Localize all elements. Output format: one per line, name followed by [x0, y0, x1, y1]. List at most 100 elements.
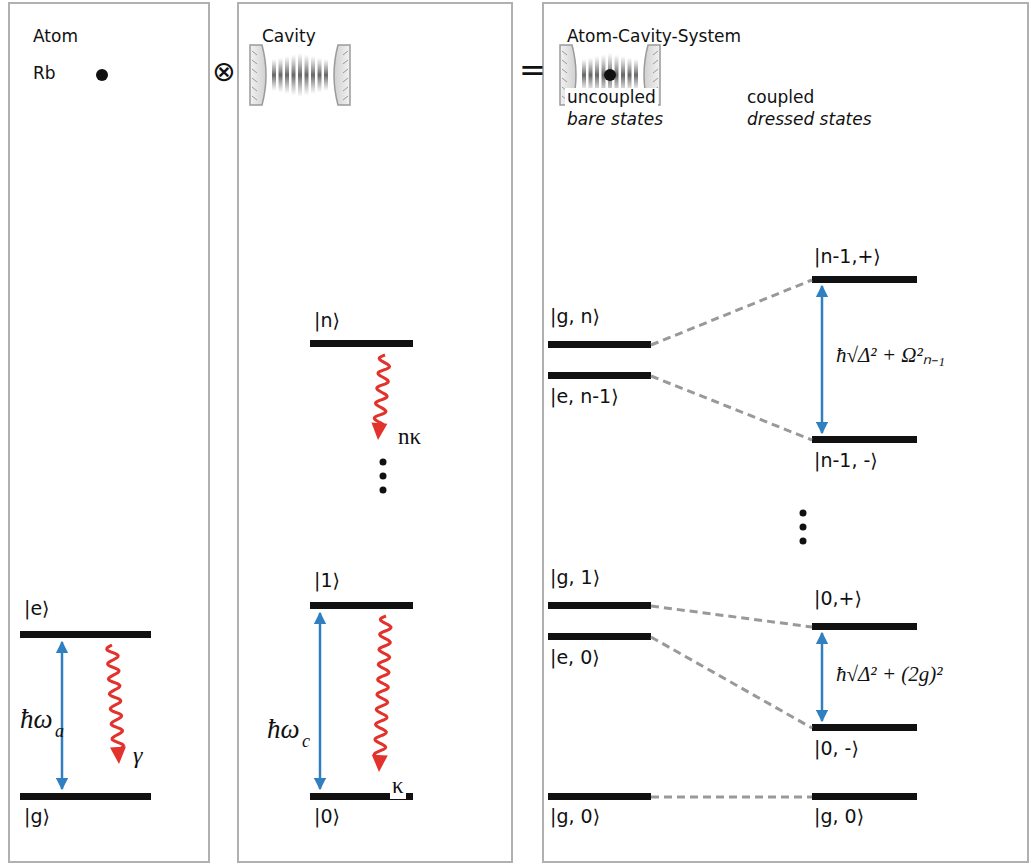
- level-bar: [812, 436, 917, 443]
- mirror-hatch: [562, 60, 567, 64]
- atom-dot: [604, 69, 616, 81]
- level-bar: [548, 793, 651, 800]
- mode-fringe: [279, 58, 283, 93]
- decay-arrowhead: [371, 422, 387, 440]
- level-bar: [548, 602, 651, 609]
- coupling-dash: [651, 280, 812, 345]
- level-bar: [812, 724, 917, 731]
- mirror-hatch: [562, 51, 567, 55]
- cavity-icon: [250, 45, 350, 105]
- mirror-hatch: [252, 69, 257, 73]
- mode-fringe: [311, 56, 315, 94]
- coupling-dash: [651, 606, 812, 627]
- state-ket: |0,+⟩: [812, 588, 864, 610]
- transition-arrow: [319, 613, 322, 789]
- mirror-hatch: [562, 69, 567, 73]
- coupling-dash: [651, 376, 812, 440]
- state-ket: |e⟩: [22, 598, 52, 620]
- level-bar: [548, 372, 651, 379]
- mirror-hatch: [252, 51, 257, 55]
- tensor-symbol: ⊗: [210, 56, 237, 88]
- ellipsis-dot: [380, 487, 387, 494]
- mirror-hatch: [653, 60, 658, 64]
- state-ket: |g, n⟩: [548, 306, 602, 328]
- decay-arrowhead: [110, 747, 126, 764]
- mode-fringe: [272, 59, 276, 91]
- transition-arrow: [821, 286, 824, 433]
- mirror: [334, 45, 350, 105]
- mirror-hatch: [562, 78, 567, 82]
- mode-fringe: [292, 55, 296, 96]
- level-bar: [20, 793, 151, 800]
- state-ket: |0⟩: [312, 806, 342, 828]
- mirror-hatch: [252, 96, 257, 100]
- decay-arrowhead: [372, 755, 388, 772]
- energy-label: ħω: [265, 714, 302, 745]
- coupling-dash: [651, 637, 812, 728]
- mirror-hatch: [653, 51, 658, 55]
- state-ket: |g, 0⟩: [548, 806, 602, 828]
- splitting-formula: ħ√Δ² + Ω²ₙ₋₁: [834, 343, 947, 367]
- level-bar: [310, 602, 413, 609]
- mode-fringe: [285, 56, 289, 94]
- level-bar: [20, 631, 151, 638]
- column-heading: dressed states: [745, 110, 874, 130]
- splitting-formula: ħ√Δ² + (2g)²: [834, 662, 945, 686]
- state-ket: |g, 1⟩: [548, 567, 602, 589]
- state-ket: |n-1, -⟩: [812, 450, 880, 472]
- mirror-hatch: [343, 60, 348, 64]
- energy-subscript: c: [300, 731, 312, 752]
- ellipsis-dot: [380, 473, 387, 480]
- mode-fringe: [298, 53, 302, 97]
- state-ket: |n⟩: [312, 310, 342, 332]
- level-bar: [812, 623, 917, 630]
- panel-title: Cavity: [262, 26, 316, 46]
- mirror-hatch: [343, 87, 348, 91]
- ellipsis-dot: [800, 524, 807, 531]
- atom-name: Rb: [31, 64, 58, 84]
- state-ket: |g⟩: [22, 806, 52, 828]
- ellipsis-dot: [800, 538, 807, 545]
- mirror-hatch: [653, 69, 658, 73]
- transition-arrow: [61, 642, 64, 789]
- column-heading: uncoupled: [565, 88, 658, 108]
- state-ket: |1⟩: [312, 570, 342, 592]
- ellipsis-dot: [800, 510, 807, 517]
- ellipsis-dot: [380, 459, 387, 466]
- energy-label: ħω: [18, 704, 55, 735]
- decay-arrows: [107, 355, 391, 772]
- state-ket: |0, -⟩: [812, 738, 861, 760]
- mirror-hatch: [653, 78, 658, 82]
- mirror: [250, 45, 266, 105]
- mirror-hatch: [343, 51, 348, 55]
- mode-fringe: [634, 59, 638, 91]
- state-ket: |e, 0⟩: [548, 647, 602, 669]
- state-ket: |e, n-1⟩: [548, 386, 621, 408]
- mode-fringe: [324, 59, 328, 91]
- decay-wave: [374, 616, 391, 758]
- mirror-hatch: [252, 87, 257, 91]
- mirror-hatch: [343, 96, 348, 100]
- decay-rate: κ: [390, 773, 406, 799]
- level-bar: [548, 341, 651, 348]
- mirror-hatch: [343, 78, 348, 82]
- level-bar: [812, 793, 917, 800]
- decay-wave: [107, 645, 124, 750]
- panel: Atom-Cavity-System: [542, 2, 1029, 863]
- mirror-hatch: [343, 69, 348, 73]
- panel-title: Atom-Cavity-System: [567, 26, 741, 46]
- column-heading: coupled: [745, 88, 816, 108]
- coupling-dash: [651, 796, 812, 799]
- transition-arrow: [821, 633, 824, 721]
- decay-wave: [374, 355, 389, 426]
- column-heading: bare states: [565, 110, 665, 130]
- level-bar: [548, 633, 651, 640]
- level-bar: [812, 276, 917, 283]
- state-ket: |g, 0⟩: [812, 806, 866, 828]
- equals-symbol: =: [517, 52, 548, 89]
- mirror-hatch: [252, 60, 257, 64]
- mode-fringe: [318, 58, 322, 93]
- panel-title: Atom: [33, 26, 78, 46]
- decay-rate: γ: [131, 742, 144, 770]
